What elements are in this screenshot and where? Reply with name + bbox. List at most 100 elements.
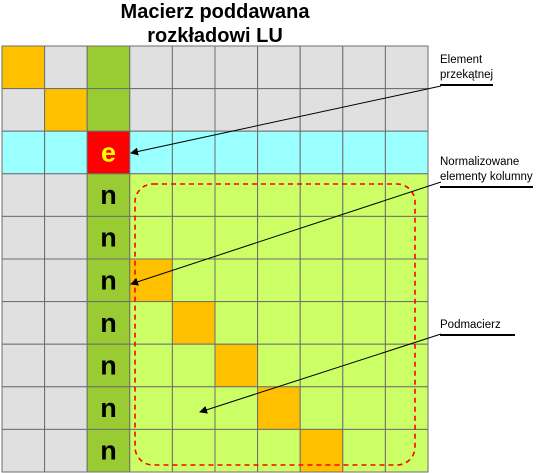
matrix-cell [1,343,46,388]
matrix-cell [384,88,429,132]
matrix-cell [86,428,131,473]
matrix-cell [384,45,429,90]
matrix-cell [1,130,46,175]
matrix-cell [129,88,173,132]
matrix-cell [129,386,173,430]
arrow-submatrix [199,333,442,414]
matrix-cell [1,258,46,303]
matrix-cell [299,173,344,217]
matrix-cell [1,173,46,217]
label-diagonal-element-line2: przekątnej [440,68,494,86]
matrix-cell [129,343,173,388]
matrix-cell [342,130,386,175]
matrix-cell [129,173,173,217]
label-normalized-column-line1: Normalizowane [440,156,520,168]
diagram-title: Macierz poddawana rozkładowi LU [85,0,345,48]
matrix-cell [342,215,386,260]
matrix-cell [342,45,386,90]
matrix-cell [44,428,88,473]
matrix-cell [44,215,88,260]
matrix-cell [342,258,386,303]
matrix-cell [384,215,429,260]
matrix-cell [214,301,259,345]
matrix-cell [342,301,386,345]
matrix-cell [171,258,216,303]
normalized-element-symbol: n [100,436,117,466]
matrix-cell [86,301,131,345]
matrix-cell [44,258,88,303]
matrix-cell [129,258,173,303]
matrix-cell [342,88,386,132]
matrix-cell [299,343,344,388]
matrix-cell [257,343,301,388]
normalized-element-symbol: n [100,180,117,210]
label-diagonal-element-line1: Element [440,54,483,66]
matrix-cell [257,215,301,260]
matrix-cell [171,428,216,473]
matrix-cell [384,343,429,388]
matrix-cell [257,173,301,217]
matrix-cell [129,301,173,345]
matrix-cell [257,88,301,132]
label-submatrix: Podmacierz [440,318,515,336]
matrix-cell [44,386,88,430]
matrix-cell [299,301,344,345]
matrix-cell [1,301,46,345]
matrix-cell [86,258,131,303]
matrix-cell [384,173,429,217]
matrix-cell [44,45,88,90]
title-line-1: Macierz poddawana [120,1,310,23]
normalized-element-symbol: n [100,223,117,253]
diagonal-element-symbol: e [101,138,116,168]
matrix-cell [171,343,216,388]
matrix-cell [257,130,301,175]
matrix-cell [44,343,88,388]
submatrix-outline [134,183,416,466]
matrix-cell [1,386,46,430]
matrix-cell [384,258,429,303]
matrix-cell [214,88,259,132]
matrix-cell [257,258,301,303]
matrix-cell [86,386,131,430]
matrix-cell [171,130,216,175]
title-line-2: rozkładowi LU [147,25,283,47]
arrow-diagonal-element [130,85,442,156]
matrix-cell [44,301,88,345]
normalized-element-symbol: n [100,265,117,295]
label-normalized-column: Normalizowane elementy kolumny [440,155,533,188]
matrix-cell [214,45,259,90]
matrix-cell [171,215,216,260]
matrix-cell [86,45,131,90]
matrix-cell [384,130,429,175]
normalized-element-symbol: n [100,393,117,423]
matrix-cell [299,258,344,303]
matrix-cell [299,386,344,430]
matrix-cell [299,130,344,175]
matrix-cell [384,301,429,345]
matrix-cell [86,88,131,132]
matrix-cell [171,173,216,217]
matrix-cell [299,215,344,260]
matrix-cell [214,386,259,430]
matrix-cell [384,386,429,430]
matrix-cell [44,130,88,175]
matrix-cell [342,173,386,217]
matrix-cell [1,45,46,90]
matrix-cell [257,301,301,345]
matrix-cell [1,215,46,260]
matrix-cell [129,130,173,175]
matrix-cell [1,88,46,132]
matrix-cell [171,301,216,345]
matrix-cell [342,343,386,388]
matrix-cell [214,258,259,303]
normalized-element-symbol: n [100,351,117,381]
matrix-cell [1,428,46,473]
matrix-cell [257,386,301,430]
normalized-element-symbol: n [100,308,117,338]
matrix-cell [129,45,173,90]
matrix-cell [86,215,131,260]
matrix-cell [214,343,259,388]
label-submatrix-line1: Podmacierz [440,318,515,336]
